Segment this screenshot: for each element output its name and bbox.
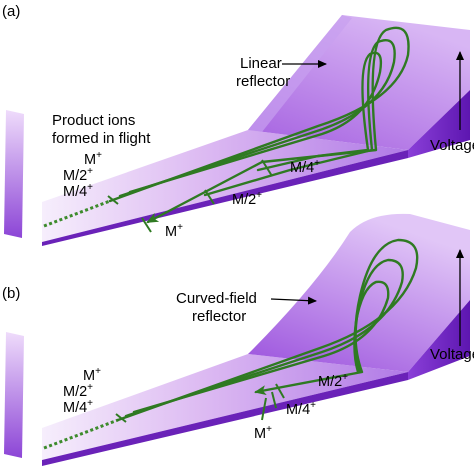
flight-path-dashed-b (43, 418, 119, 450)
stack-ion-m2-b: M/2+ (63, 382, 93, 400)
reflector-label-line2-b: reflector (192, 308, 246, 325)
voltage-label-a: Voltage (430, 137, 474, 154)
stack-ions-a: M+ M/2+ M/4+ (63, 150, 102, 200)
return-ions-b: M/2+ M/4+ M+ (254, 372, 348, 442)
return-ion-m4-a: M/4+ (290, 158, 320, 176)
reflector-ramp-b (248, 213, 470, 372)
reflector-label-line2-a: reflector (236, 73, 290, 90)
return-ion-m4-b: M/4+ (286, 400, 316, 418)
tick-m4-return-b (271, 391, 277, 409)
tick-m2-return-b (275, 383, 285, 399)
stack-ion-m4-b: M/4+ (63, 398, 93, 416)
panel-b-label: (b) (2, 285, 20, 302)
reflector-ramp-a (248, 15, 470, 150)
tick-m-return-a (141, 217, 152, 233)
panel-a: (a) Linear reflector Product ions formed… (2, 3, 474, 246)
stack-ion-m-b: M+ (83, 366, 101, 384)
stack-ion-m4-a: M/4+ (63, 182, 93, 200)
flight-path-dashed-a (43, 199, 111, 228)
tick-m2-return-a (204, 189, 215, 205)
floor-edge-a (42, 150, 408, 246)
source-label-line1-a: Product ions (52, 112, 135, 129)
reflector-pointer-b (270, 296, 317, 305)
floor-surface-a (42, 130, 408, 242)
return-ion-m-b: M+ (254, 424, 272, 442)
return-ion-m2-b: M/2+ (318, 372, 348, 390)
stack-ion-m2-a: M/2+ (63, 166, 93, 184)
panel-b: (b) Curved-field reflector Voltage M+ M/… (2, 213, 474, 466)
tick-m-return-b (261, 397, 267, 421)
trajectory-m4-b (132, 280, 390, 414)
return-ion-m2-a: M/2+ (232, 190, 262, 208)
source-label-line2-a: formed in flight (52, 130, 151, 147)
ramp-highlight-a (248, 15, 352, 132)
source-block-a (4, 110, 24, 238)
trajectory-m4-a (128, 51, 383, 194)
reflector-face-a (408, 90, 470, 158)
voltage-label-b: Voltage (430, 346, 474, 363)
reflector-label-line1-a: Linear (240, 55, 282, 72)
tick-m4-return-a (261, 159, 273, 177)
stack-ion-m-a: M+ (84, 150, 102, 168)
source-block-b (4, 332, 24, 458)
return-ions-a: M/4+ M/2+ M+ (165, 158, 320, 240)
stack-ions-b: M+ M/2+ M/4+ (63, 366, 101, 416)
reflector-label-line1-b: Curved-field (176, 290, 257, 307)
panel-a-label: (a) (2, 3, 20, 20)
floor-edge-b (42, 372, 408, 466)
return-ion-m-a: M+ (165, 222, 183, 240)
tick-stack-b (115, 413, 127, 423)
tick-stack-a (107, 195, 119, 205)
reflector-face-b (408, 300, 470, 380)
